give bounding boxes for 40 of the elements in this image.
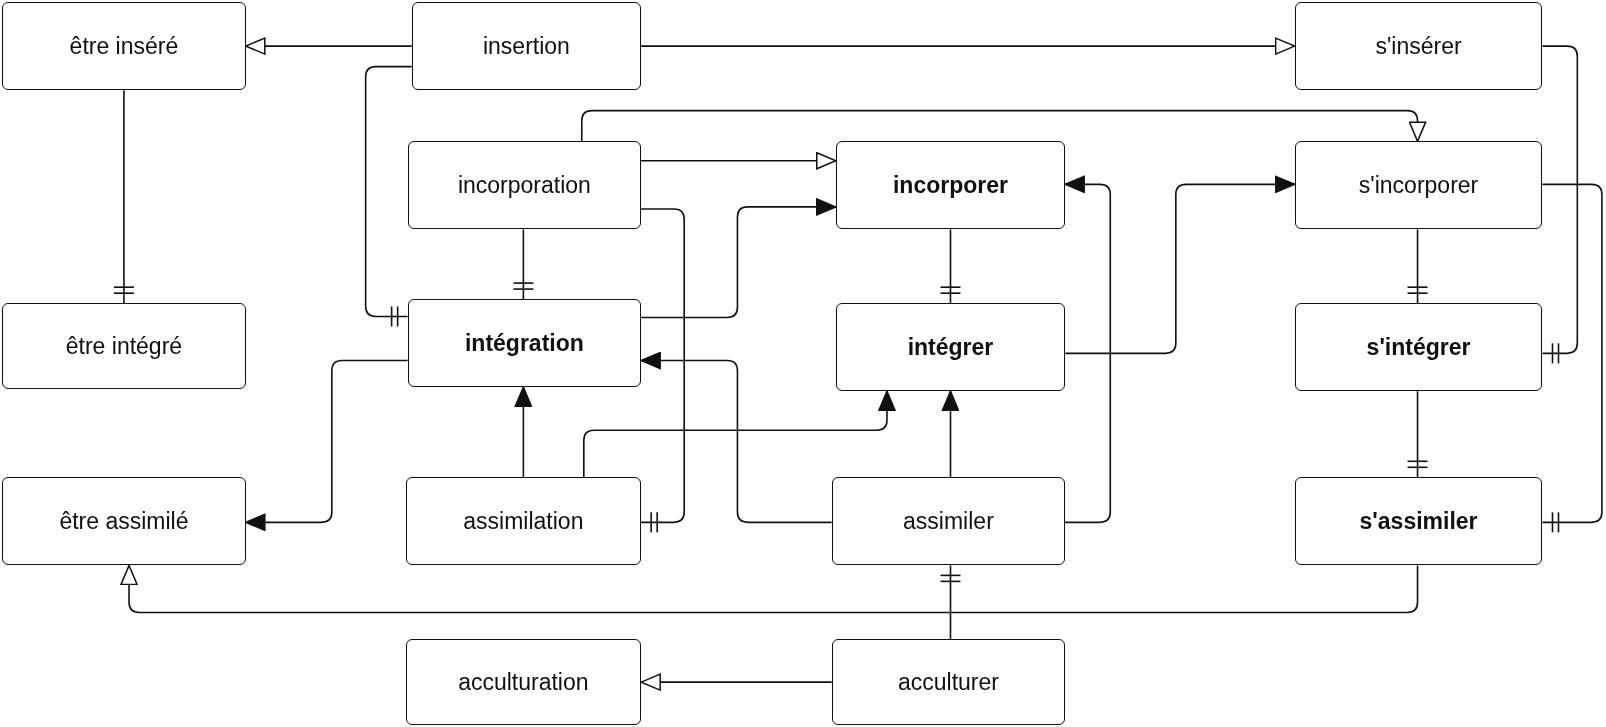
term-box: intégrer — [835, 303, 1066, 392]
arrow — [640, 152, 837, 170]
arrow — [640, 673, 833, 691]
arrow — [245, 37, 413, 55]
arrow — [580, 109, 1427, 143]
term-box: incorporation — [407, 141, 642, 230]
term-box: acculturer — [831, 639, 1066, 726]
relationship-line — [940, 564, 961, 640]
relationship-line — [113, 89, 134, 304]
arrow — [640, 351, 833, 524]
relationship-line — [940, 228, 961, 304]
arrow — [514, 386, 533, 479]
arrow — [941, 390, 960, 479]
arrow — [245, 359, 409, 532]
term-box: incorporer — [835, 141, 1066, 230]
arrow — [1064, 175, 1296, 355]
relationship-line — [640, 208, 685, 533]
relationship-line — [364, 65, 413, 327]
term-box: s'intégrer — [1294, 303, 1543, 392]
term-box: assimiler — [831, 477, 1066, 566]
relationship-line — [1407, 228, 1428, 304]
term-box: s'insérer — [1294, 2, 1543, 91]
arrow — [120, 564, 1419, 614]
arrow — [583, 390, 896, 479]
term-box: assimilation — [405, 477, 642, 566]
term-box: être intégré — [2, 303, 246, 390]
arrow — [1064, 175, 1112, 524]
term-box: s'assimiler — [1294, 477, 1543, 566]
term-box: insertion — [411, 2, 642, 91]
relationship-line — [1541, 45, 1579, 364]
term-box: être assimilé — [2, 477, 246, 566]
relationship-line — [1541, 183, 1603, 533]
term-box: acculturation — [405, 639, 642, 726]
term-box: intégration — [407, 299, 642, 388]
term-box: être inséré — [2, 2, 246, 91]
relationship-line — [1407, 390, 1428, 479]
arrow — [640, 198, 837, 319]
arrow — [640, 37, 1296, 55]
term-box: s'incorporer — [1294, 141, 1543, 230]
relationship-line — [513, 228, 534, 300]
